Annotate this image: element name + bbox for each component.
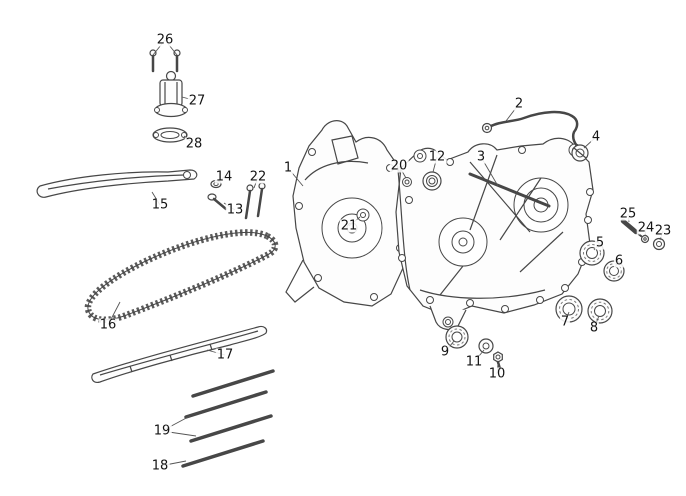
stud-3-drawing	[468, 172, 551, 208]
tensioner-arm-drawing	[36, 169, 198, 198]
chain-guide-drawing	[91, 325, 268, 383]
bolt-13-drawing	[207, 193, 228, 211]
part-callout-24: 24	[636, 220, 656, 236]
part-callout-5: 5	[594, 235, 606, 251]
part-callout-8: 8	[588, 320, 600, 336]
tensioner-gasket-drawing	[152, 127, 188, 143]
breather-hose-drawing	[481, 110, 579, 147]
part-callout-4: 4	[590, 129, 602, 145]
part-callout-26: 26	[155, 32, 175, 48]
bearing-5-drawing	[579, 240, 605, 266]
part-callout-25: 25	[618, 206, 638, 222]
plug-4-drawing	[571, 144, 589, 162]
part-callout-10: 10	[487, 366, 507, 382]
part-callout-7: 7	[559, 314, 571, 330]
part-callout-15: 15	[150, 197, 170, 213]
cap-23-drawing	[652, 237, 666, 251]
part-callout-11: 11	[464, 354, 484, 370]
part-callout-18: 18	[150, 458, 170, 474]
cylinder-studs-drawing	[181, 369, 275, 468]
part-callout-9: 9	[439, 344, 451, 360]
bearing-8-drawing	[587, 298, 613, 324]
oil-seal-12-drawing	[422, 171, 442, 191]
part-callout-21: 21	[339, 218, 359, 234]
part-callout-17: 17	[215, 347, 235, 363]
cam-chain-tensioner-drawing	[154, 70, 188, 118]
dowel-20-drawing	[402, 177, 412, 187]
part-callout-16: 16	[98, 317, 118, 333]
part-callout-28: 28	[184, 136, 204, 152]
bolts-22-drawing	[244, 182, 266, 220]
part-callout-19: 19	[152, 423, 172, 439]
part-callout-22: 22	[248, 169, 268, 185]
cam-chain-drawing	[84, 229, 279, 324]
ball-24-drawing	[640, 234, 650, 244]
right-crankcase-drawing	[395, 137, 594, 331]
part-callout-14: 14	[214, 169, 234, 185]
tensioner-bolts-drawing	[149, 49, 181, 73]
washer-11-drawing	[478, 338, 494, 354]
part-callout-1: 1	[282, 160, 294, 176]
part-callout-2: 2	[513, 96, 525, 112]
part-callout-20: 20	[389, 158, 409, 174]
bearing-9-drawing	[445, 325, 469, 349]
part-callout-3: 3	[475, 149, 487, 165]
part-callout-12: 12	[427, 149, 447, 165]
part-callout-27: 27	[187, 93, 207, 109]
part-callout-6: 6	[613, 253, 625, 269]
left-crankcase-drawing	[285, 120, 410, 307]
part-callout-23: 23	[653, 223, 673, 239]
part-callout-13: 13	[225, 202, 245, 218]
